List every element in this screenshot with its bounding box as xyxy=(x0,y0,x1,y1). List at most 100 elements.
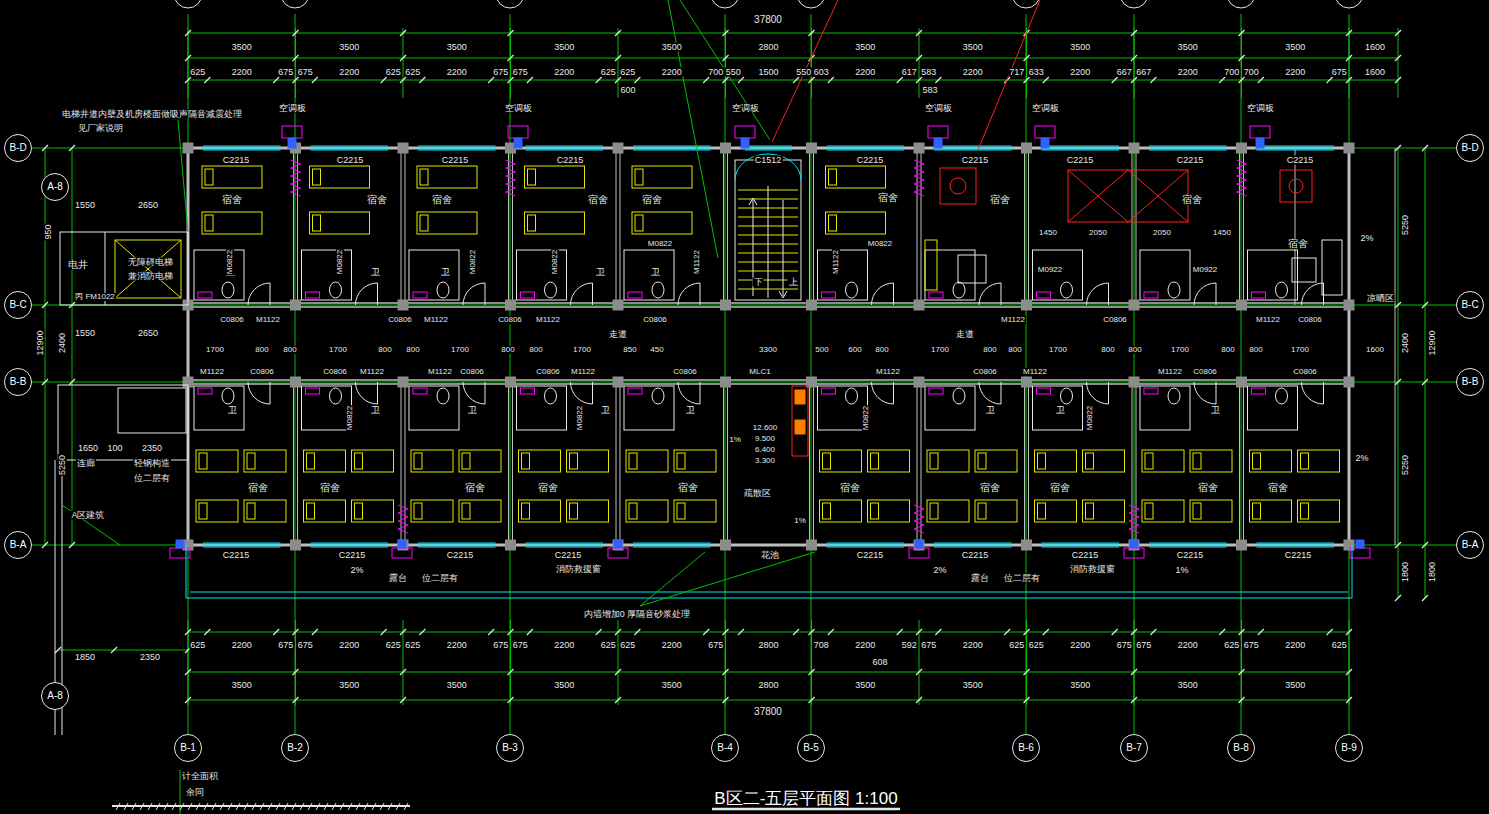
door-leaf xyxy=(592,382,593,404)
dimension-tick xyxy=(634,629,640,635)
dimension: 1550 xyxy=(74,201,96,210)
partition-wall xyxy=(723,382,724,545)
dimension: 625 xyxy=(385,68,402,77)
dimension-tick xyxy=(1346,30,1352,36)
partition-wall xyxy=(620,382,621,545)
pillow xyxy=(930,453,938,469)
room-label: 宿舍 xyxy=(1197,483,1219,493)
dimension: 625 xyxy=(619,641,636,650)
room-label: 卫 xyxy=(1210,406,1221,415)
dimension-tick xyxy=(809,629,815,635)
partition-wall xyxy=(1136,148,1137,305)
bed xyxy=(626,450,668,472)
axis-bubble: B-2 xyxy=(281,734,309,762)
extension-line xyxy=(618,28,619,98)
balcony-edge xyxy=(190,592,1348,593)
dimension-tick xyxy=(1239,55,1245,61)
sink xyxy=(306,388,320,394)
dimension: 800 xyxy=(377,346,392,354)
column xyxy=(914,540,924,550)
dimension: 625 xyxy=(600,68,617,77)
dimension: 3500 xyxy=(1069,681,1091,690)
room-label: 宿舍 xyxy=(221,195,243,205)
partition-wall xyxy=(1028,148,1029,305)
dimension-tick xyxy=(1131,629,1137,635)
dimension: 2200 xyxy=(553,641,575,650)
dimension-tick xyxy=(916,669,922,675)
dimension-tick xyxy=(703,629,709,635)
dimension-line xyxy=(188,632,1349,633)
partition-wall xyxy=(401,148,402,305)
window-label: C2215 xyxy=(222,156,251,165)
door-label: M1122 xyxy=(693,249,701,275)
room-label: 宿舍 xyxy=(319,483,341,493)
section-hatch xyxy=(348,803,352,810)
dimension: 3500 xyxy=(854,681,876,690)
partition-wall xyxy=(405,382,406,545)
dimension: 3500 xyxy=(1069,43,1091,52)
window-label: C2215 xyxy=(554,551,583,560)
partition-wall xyxy=(512,148,513,305)
dimension-tick xyxy=(69,145,75,151)
dimension: 1700 xyxy=(450,346,470,354)
axis-bubble-top xyxy=(1012,0,1040,8)
pipe-symbol xyxy=(1129,505,1139,533)
partition-wall xyxy=(1243,382,1244,545)
ac-drain xyxy=(288,138,296,148)
door-swing xyxy=(678,283,700,305)
sink xyxy=(198,388,212,394)
door-swing xyxy=(1194,382,1216,404)
bed xyxy=(304,450,346,472)
dimension: 500 xyxy=(814,346,829,354)
window xyxy=(827,146,905,147)
door-label: M1122 xyxy=(875,368,901,376)
note: 位二层有 xyxy=(133,474,171,483)
ac-board xyxy=(170,548,190,558)
dimension-tick xyxy=(508,55,514,61)
column xyxy=(398,300,408,310)
dimension: 1700 xyxy=(205,346,225,354)
section-hatch xyxy=(332,803,336,810)
dimension-tick xyxy=(508,30,514,36)
door-leaf xyxy=(1216,283,1217,305)
ac-drain xyxy=(1356,540,1364,548)
dimension: 3500 xyxy=(553,681,575,690)
bed xyxy=(310,166,370,188)
dimension: 12900 xyxy=(36,329,45,356)
extension-line xyxy=(1134,28,1135,98)
window xyxy=(1042,545,1120,546)
toilet xyxy=(846,282,858,298)
extension-line xyxy=(811,28,812,98)
door-label: M0822 xyxy=(469,249,477,275)
ac-drain xyxy=(614,540,622,548)
door-label: MLC1 xyxy=(748,368,771,376)
bed xyxy=(202,166,262,188)
dimension: 2200 xyxy=(1069,641,1091,650)
pillow xyxy=(462,503,470,519)
dimension: 37800 xyxy=(753,707,783,717)
dimension-tick xyxy=(69,542,75,548)
toilet xyxy=(1061,282,1073,298)
wardrobe xyxy=(925,240,937,290)
leader-line xyxy=(640,552,705,606)
toilet xyxy=(652,282,664,298)
sink xyxy=(929,292,943,298)
dimension: 2200 xyxy=(854,641,876,650)
bathroom xyxy=(818,250,868,300)
pipe-symbol xyxy=(506,160,516,196)
bed xyxy=(1298,450,1340,472)
pillow xyxy=(420,215,428,231)
window xyxy=(311,146,389,147)
dimension-tick xyxy=(508,77,514,83)
ac-board xyxy=(1350,548,1370,558)
door-swing xyxy=(678,382,700,404)
bed xyxy=(352,500,394,522)
window xyxy=(526,543,604,544)
bed xyxy=(304,500,346,522)
room-label: 走道 xyxy=(955,330,975,339)
extension-line xyxy=(1398,28,1399,98)
door-label: M0822 xyxy=(1086,405,1094,431)
dimension: 3500 xyxy=(661,681,683,690)
axis-label: B-D xyxy=(9,143,26,153)
